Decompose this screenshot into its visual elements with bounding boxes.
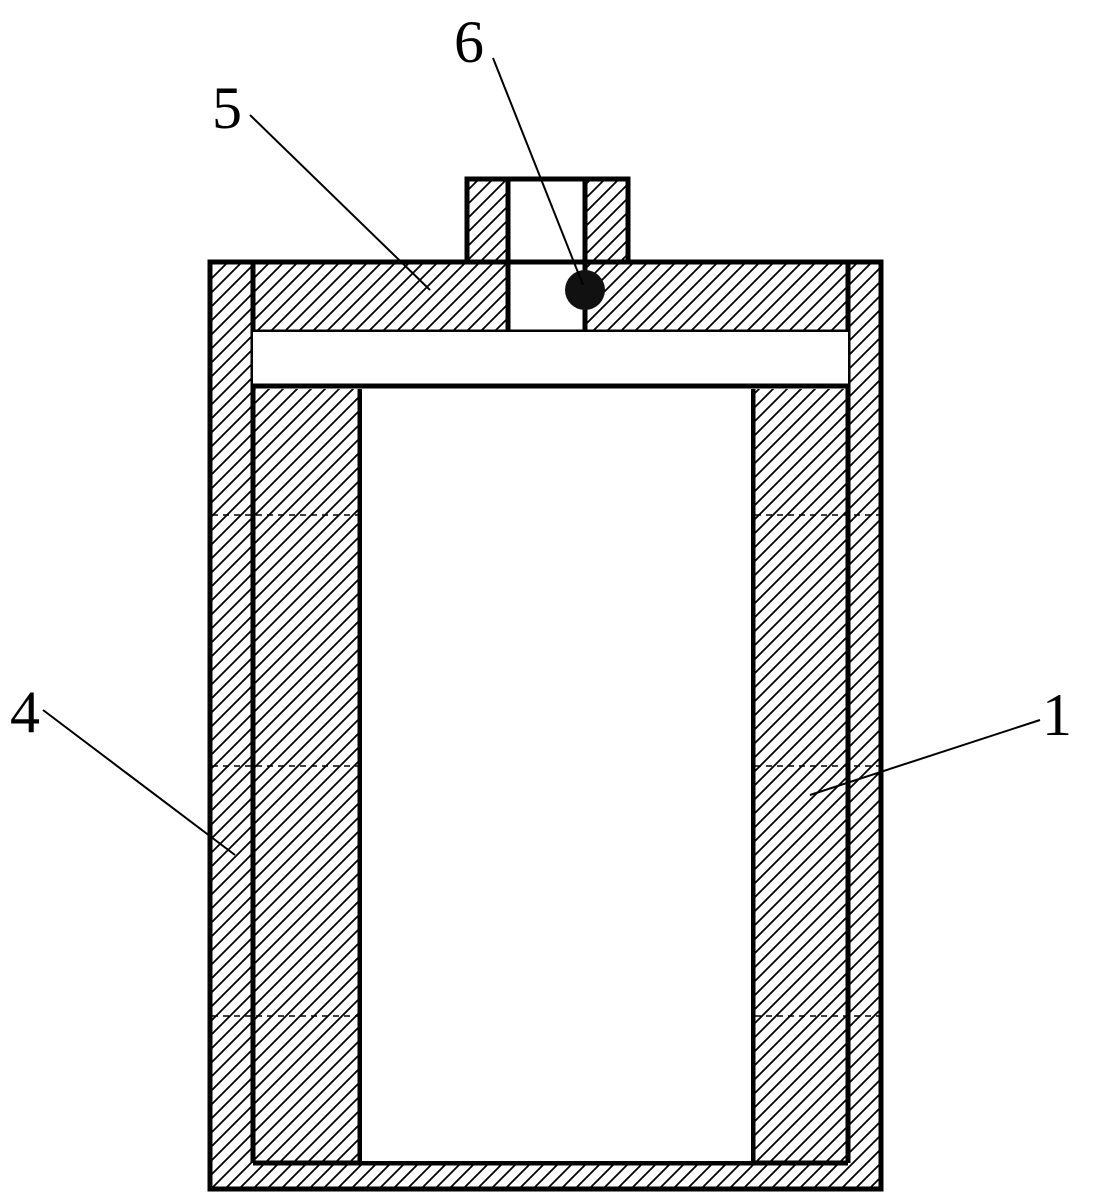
- ball-element: [565, 270, 605, 310]
- inner-chamber: [362, 389, 751, 1161]
- gap-band: [253, 332, 848, 389]
- label-6: 6: [454, 9, 484, 75]
- label-5: 5: [212, 75, 242, 141]
- label-4: 4: [10, 679, 40, 745]
- inner-sleeve: [253, 389, 848, 1163]
- segment-dash-lines: [212, 514, 879, 1017]
- leader-lines: [42, 57, 1041, 856]
- label-1: 1: [1042, 682, 1072, 748]
